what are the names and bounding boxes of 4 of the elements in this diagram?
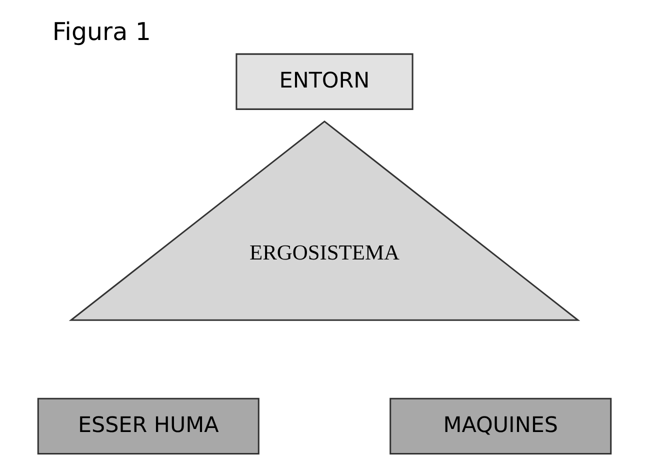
node-box: MAQUINES: [390, 398, 612, 455]
node-box: ENTORN: [236, 53, 414, 110]
node-box: ESSER HUMA: [37, 398, 260, 455]
diagram-title: Figura 1: [52, 16, 152, 46]
